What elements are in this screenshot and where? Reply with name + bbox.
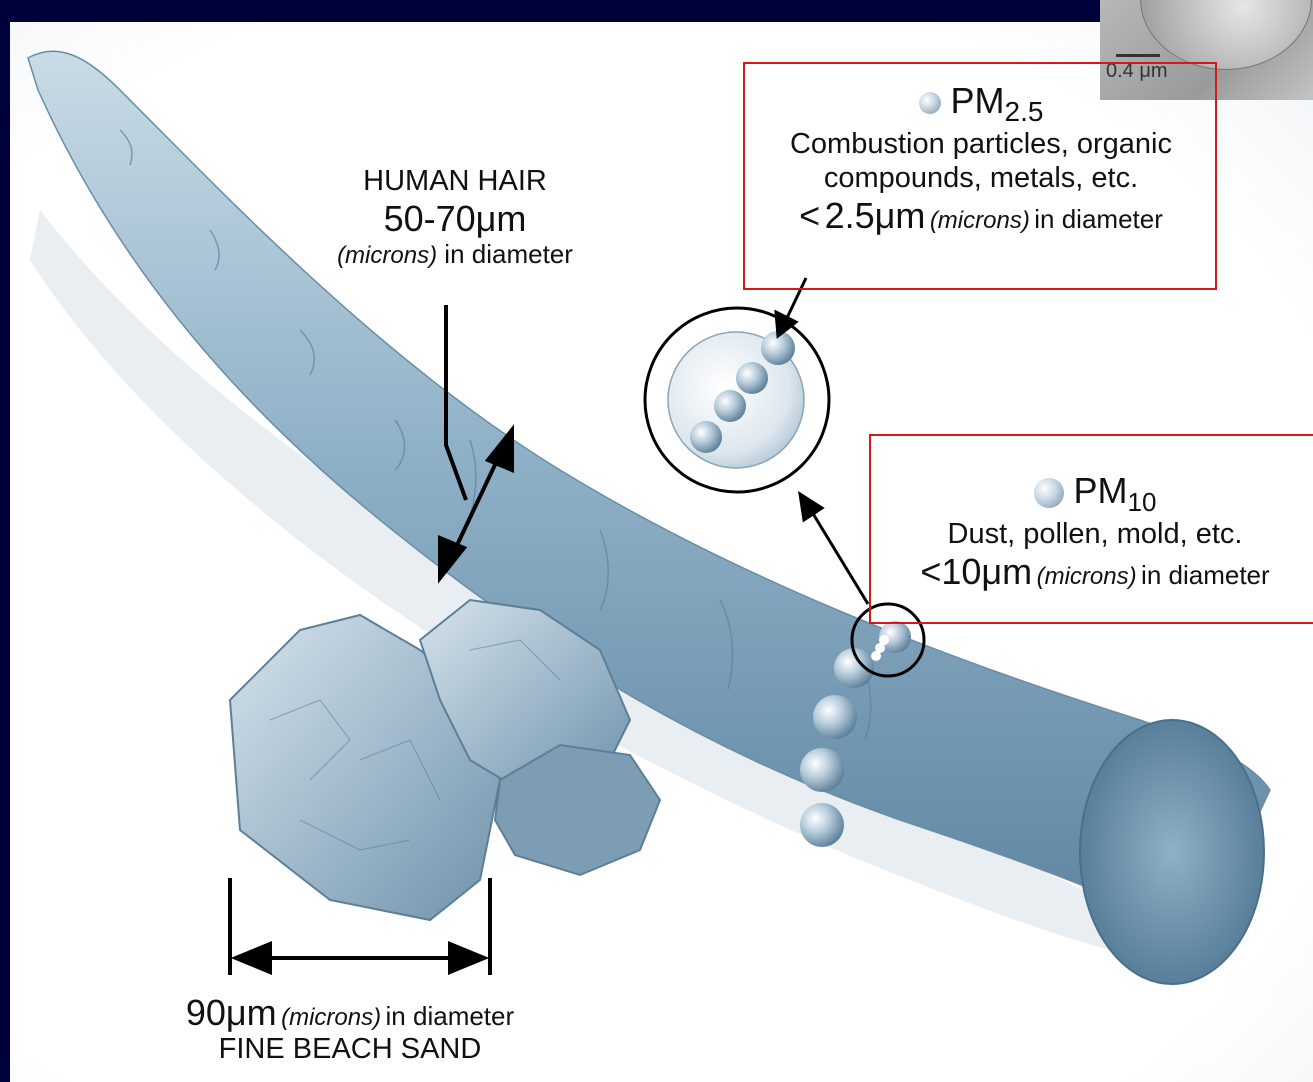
pm10-particle [800, 748, 844, 792]
human-hair-size: 50-70 [384, 198, 476, 239]
pm10-tail: in diameter [1141, 560, 1270, 590]
pm25-size: 2.5 [825, 195, 875, 236]
pm25-name: PM [951, 80, 1005, 121]
human-hair-title: HUMAN HAIR [300, 165, 610, 198]
pm10-icon [1034, 478, 1064, 508]
pm10-name: PM [1074, 470, 1128, 511]
pm25-label: PM2.5 Combustion particles, organic comp… [746, 80, 1216, 236]
sand-paren: (microns) [281, 1004, 381, 1031]
pm10-label: PM10 Dust, pollen, mold, etc. <10μm (mic… [872, 470, 1313, 593]
sand-label: 90μm (microns) in diameter FINE BEACH SA… [140, 992, 560, 1067]
pm25-desc-line1: Combustion particles, organic [746, 128, 1216, 161]
sand-tail: in diameter [386, 1001, 515, 1031]
pm10-unit: μm [981, 551, 1032, 592]
human-hair-tail: in diameter [444, 239, 573, 269]
pm25-paren: (microns) [930, 207, 1030, 234]
sand-title: FINE BEACH SAND [140, 1033, 560, 1066]
pm25-unit: μm [875, 195, 926, 236]
pm10-size: 10 [941, 551, 981, 592]
pm10-lt: < [920, 551, 941, 592]
pm10-particle [813, 695, 857, 739]
human-hair-unit: μm [476, 198, 527, 239]
scale-bar [1116, 54, 1160, 57]
sand-size: 90 [186, 992, 226, 1033]
pm25-tail: in diameter [1034, 204, 1163, 234]
hair-cross-section [1080, 720, 1264, 984]
pm25-subscript: 2.5 [1005, 96, 1044, 127]
pm25-icon [919, 92, 941, 114]
sand-unit: μm [226, 992, 277, 1033]
pm10-subscript: 10 [1128, 487, 1157, 517]
pm10-particle [800, 803, 844, 847]
pm25-lt: < [799, 195, 820, 236]
pm25-desc-line2: compounds, metals, etc. [746, 162, 1216, 195]
pm10-desc: Dust, pollen, mold, etc. [872, 518, 1313, 551]
human-hair-paren: (microns) [337, 242, 437, 269]
human-hair-label: HUMAN HAIR 50-70μm (microns) in diameter [300, 165, 610, 270]
pm10-paren: (microns) [1037, 563, 1137, 590]
